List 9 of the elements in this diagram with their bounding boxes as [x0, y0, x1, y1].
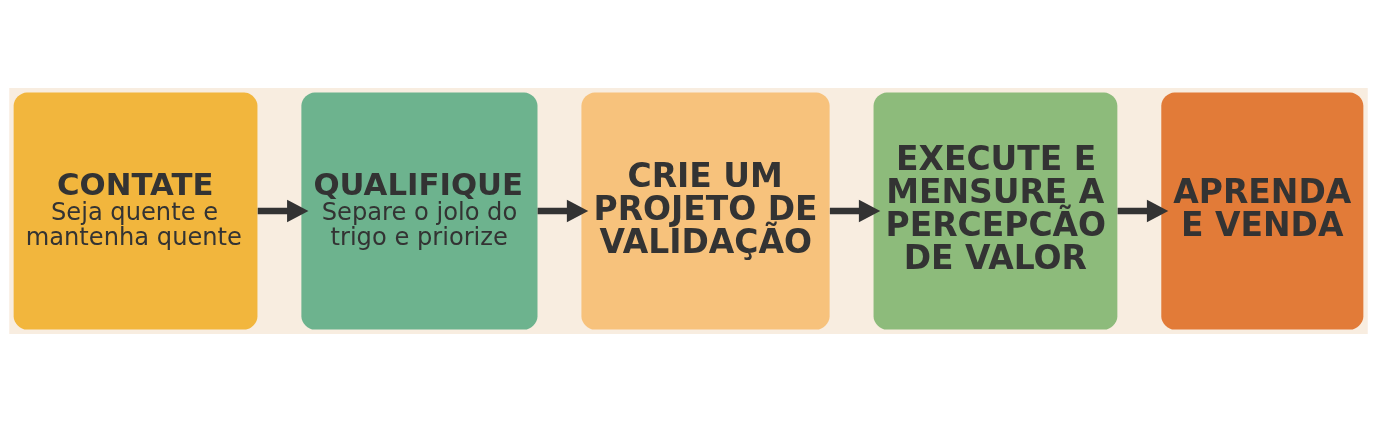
node-box: EXECUTE E MENSURE A PERCEPCÃO DE VALOR [873, 91, 1118, 330]
arrow [257, 199, 309, 222]
node-box: APRENDA E VENDA [1161, 91, 1364, 330]
node-box: QUALIFIQUE Separe o jolo do trigo e priorize [301, 91, 538, 330]
arrow [829, 199, 881, 222]
node-box: CONTATE Seja quente e mantenha quente [13, 91, 258, 330]
arrow [537, 199, 589, 222]
node-box: CRIE UM PROJETO DE VALIDAÇÃO [581, 91, 830, 330]
arrow [1117, 199, 1169, 222]
